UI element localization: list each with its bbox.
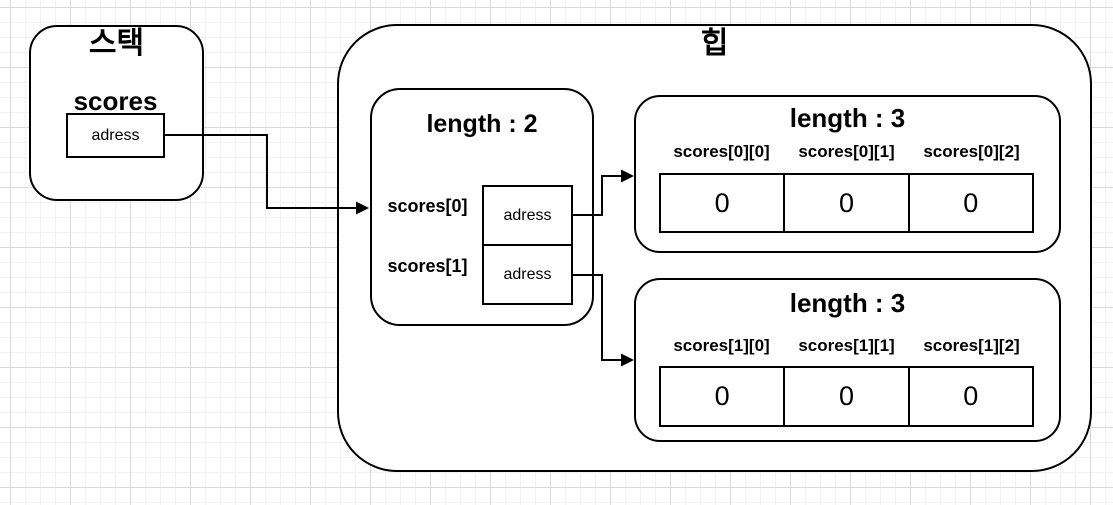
pointer-array-length-label: length : 2	[426, 110, 538, 138]
heap-title: 힙	[700, 27, 729, 60]
value-cell: 0	[783, 368, 907, 425]
row-array-1-cell-labels: scores[1][0] scores[1][1] scores[1][2]	[659, 334, 1034, 358]
row-array-0-length-label: length : 3	[789, 103, 906, 133]
row-array-1-length-label: length : 3	[789, 288, 906, 318]
row-array-0-cell-labels: scores[0][0] scores[0][1] scores[0][2]	[659, 140, 1034, 164]
cell-label: scores[0][1]	[798, 142, 895, 161]
value-cell: 0	[714, 187, 730, 218]
cell-label: scores[1][2]	[923, 336, 1020, 355]
value-cell: 0	[907, 368, 1032, 425]
row-array-0-cells: 0 0 0	[659, 173, 1034, 233]
pointer-address-cells: adress adress	[482, 185, 573, 305]
row-array-1-cells: 0 0 0	[659, 366, 1034, 427]
cell-label: scores[0][2]	[923, 142, 1020, 161]
pointer-address-cell-0: adress	[484, 187, 571, 246]
value-cell: 0	[907, 175, 1032, 231]
stack-address-value: adress	[91, 126, 140, 144]
pointer-row-label-0: scores[0]	[387, 196, 468, 216]
stack-variable-label: scores	[73, 86, 158, 116]
cell-label: scores[0][0]	[673, 142, 770, 161]
cell-label: scores[1][1]	[798, 336, 895, 355]
stack-title: 스택	[88, 27, 145, 60]
pointer-address-cell-1: adress	[503, 265, 552, 283]
cell-label: scores[1][0]	[673, 336, 770, 355]
value-cell: 0	[714, 381, 730, 411]
stack-address-cell: adress	[66, 113, 165, 158]
value-cell: 0	[783, 175, 907, 231]
pointer-row-label-1: scores[1]	[387, 256, 468, 276]
